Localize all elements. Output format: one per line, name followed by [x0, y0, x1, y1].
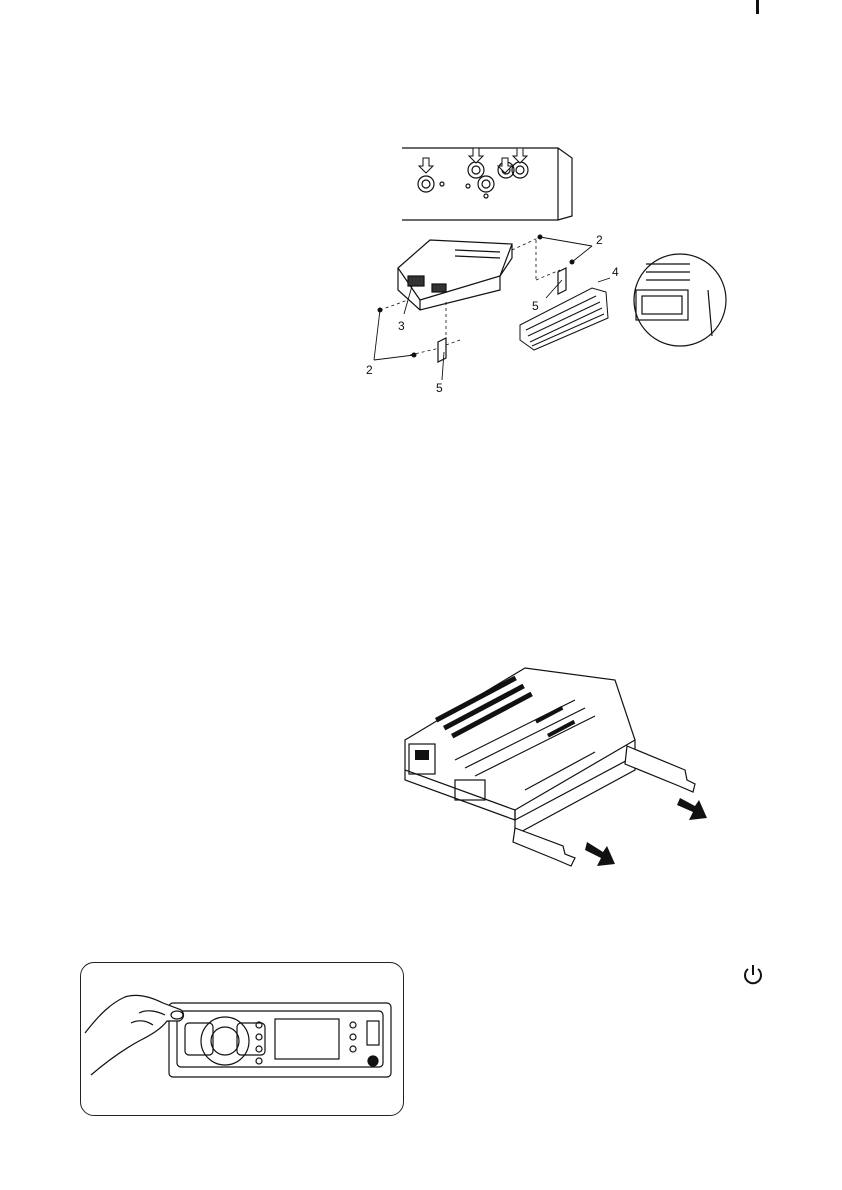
chassis-vents [415, 676, 575, 760]
arrow-right-down-icon [677, 798, 707, 820]
callout-2-top: 2 [596, 233, 603, 247]
detail-zoom-circle [634, 254, 726, 346]
callout-2-bottom: 2 [366, 363, 373, 377]
mounting-diagram: 2 3 2 5 5 4 [360, 140, 740, 400]
callout-5-right: 5 [532, 299, 539, 313]
usb-port [367, 1021, 379, 1045]
trim-frame [520, 288, 608, 350]
power-icon [740, 962, 766, 988]
bracket-parts [438, 268, 566, 362]
radio-chassis [398, 240, 512, 310]
display-window [275, 1019, 339, 1059]
volume-knob [201, 1017, 249, 1065]
callout-4: 4 [612, 265, 619, 279]
faceplate-figure [80, 962, 404, 1116]
head-unit-outline [169, 1003, 391, 1077]
callout-3: 3 [398, 319, 405, 333]
faceplate-drawing [81, 963, 403, 1115]
chassis-body [405, 668, 635, 835]
assembly-guides [380, 238, 560, 355]
arrow-right-down-icon [585, 842, 615, 866]
page-edge-marker [756, 0, 759, 14]
pull-arrows [585, 798, 707, 866]
unit-removal-diagram [395, 660, 725, 875]
arrow-down-icons [419, 148, 527, 173]
callout-5-bottom: 5 [436, 381, 443, 395]
